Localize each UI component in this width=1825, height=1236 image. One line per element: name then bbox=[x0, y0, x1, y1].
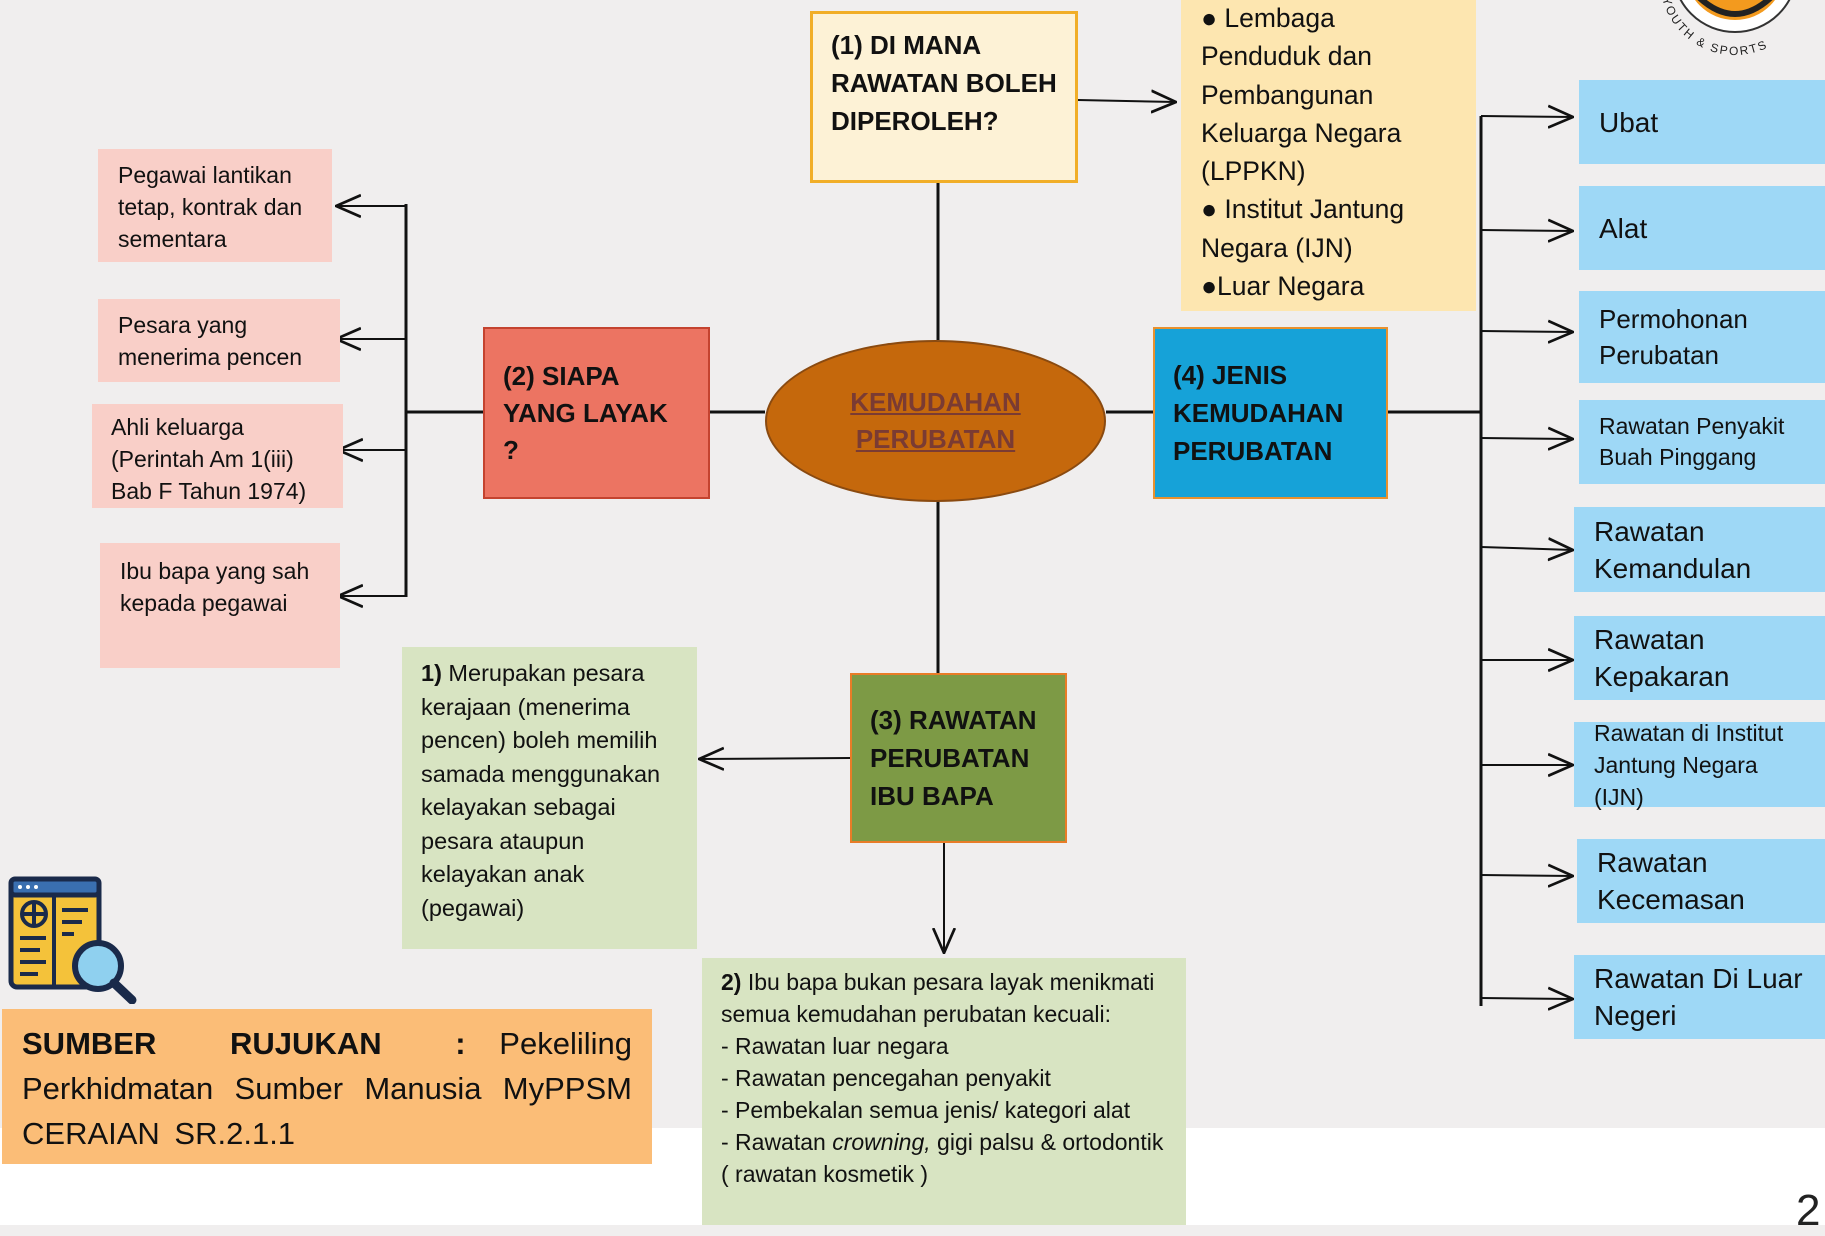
type-kecemasan: Rawatan Kecemasan bbox=[1577, 839, 1825, 923]
note2-text: Ibu bapa bukan pesara layak menikmati se… bbox=[721, 969, 1155, 1027]
type-permohonan: Permohonan Perubatan bbox=[1579, 291, 1825, 383]
parents-note-2: 2) Ibu bapa bukan pesara layak menikmati… bbox=[702, 958, 1186, 1225]
reference-box: SUMBER RUJUKAN : Pekeliling Perkhidmatan… bbox=[2, 1009, 652, 1164]
type-alat-label: Alat bbox=[1599, 212, 1648, 244]
exception-item: - Rawatan luar negara bbox=[721, 1033, 949, 1059]
type-buah-pinggang-label: Rawatan Penyakit Buah Pinggang bbox=[1599, 413, 1785, 470]
type-permohonan-label: Permohonan Perubatan bbox=[1599, 304, 1748, 370]
center-node: KEMUDAHAN PERUBATAN bbox=[765, 340, 1106, 502]
note1-number: 1) bbox=[421, 660, 442, 686]
branch2-box: (2) SIAPA YANG LAYAK ? bbox=[483, 327, 710, 499]
type-ubat-label: Ubat bbox=[1599, 106, 1659, 138]
exception-italic: crowning, bbox=[832, 1129, 931, 1155]
note2-number: 2) bbox=[721, 969, 742, 995]
type-alat: Alat bbox=[1579, 186, 1825, 270]
place-ijn: ● Institut Jantung Negara (IJN) bbox=[1201, 194, 1405, 263]
eligible-parents: Ibu bapa yang sah kepada pegawai bbox=[100, 543, 340, 668]
type-luar-negeri: Rawatan Di Luar Negeri bbox=[1574, 955, 1825, 1039]
type-buah-pinggang: Rawatan Penyakit Buah Pinggang bbox=[1579, 400, 1825, 484]
branch3-title: (3) RAWATAN PERUBATAN IBU BAPA bbox=[870, 705, 1037, 811]
center-title[interactable]: KEMUDAHAN PERUBATAN bbox=[850, 387, 1021, 454]
type-kecemasan-label: Rawatan Kecemasan bbox=[1597, 847, 1745, 915]
type-kemandulan: Rawatan Kemandulan bbox=[1574, 507, 1825, 592]
type-luar-negeri-label: Rawatan Di Luar Negeri bbox=[1594, 963, 1803, 1031]
branch1-box: (1) DI MANA RAWATAN BOLEH DIPEROLEH? bbox=[810, 11, 1078, 183]
type-kepakaran-label: Rawatan Kepakaran bbox=[1594, 624, 1730, 692]
exception-item: - Rawatan pencegahan penyakit bbox=[721, 1065, 1051, 1091]
type-kemandulan-label: Rawatan Kemandulan bbox=[1594, 515, 1752, 584]
eligible-parents-text: Ibu bapa yang sah kepada pegawai bbox=[120, 558, 310, 616]
branch3-box: (3) RAWATAN PERUBATAN IBU BAPA bbox=[850, 673, 1067, 843]
exception-item: - Pembekalan semua jenis/ kategori alat bbox=[721, 1097, 1131, 1123]
note1-text: Merupakan pesara kerajaan (menerima penc… bbox=[421, 660, 661, 921]
eligible-family-text: Ahli keluarga (Perintah Am 1(iii) Bab F … bbox=[111, 414, 307, 504]
type-kepakaran: Rawatan Kepakaran bbox=[1574, 616, 1825, 700]
type-ubat: Ubat bbox=[1579, 80, 1825, 164]
parents-note-1: 1) Merupakan pesara kerajaan (menerima p… bbox=[402, 647, 697, 949]
branch4-title: (4) JENIS KEMUDAHAN PERUBATAN bbox=[1173, 360, 1344, 466]
type-ijn-label: Rawatan di Institut Jantung Negara (IJN) bbox=[1594, 719, 1784, 810]
page-number: 2 bbox=[1796, 1186, 1821, 1235]
branch2-title: (2) SIAPA YANG LAYAK ? bbox=[503, 360, 668, 465]
place-lppkn: ● Lembaga Penduduk dan Pembangunan Kelua… bbox=[1201, 3, 1402, 187]
eligible-pensioners-text: Pesara yang menerima pencen bbox=[118, 312, 303, 370]
reference-label: SUMBER RUJUKAN : bbox=[22, 1026, 466, 1061]
eligible-pensioners: Pesara yang menerima pencen bbox=[98, 299, 340, 382]
type-ijn: Rawatan di Institut Jantung Negara (IJN) bbox=[1574, 720, 1825, 810]
logo-icon: YOUTH & SPORTS bbox=[1659, 0, 1791, 58]
branch4-box: (4) JENIS KEMUDAHAN PERUBATAN bbox=[1153, 327, 1388, 499]
reference-text: Pekeliling Perkhidmatan Sumber Manusia M… bbox=[22, 1026, 632, 1151]
eligible-family: Ahli keluarga (Perintah Am 1(iii) Bab F … bbox=[92, 404, 343, 508]
exception-post: gigi palsu & ortodontik ( rawatan kosmet… bbox=[721, 1129, 1164, 1187]
eligible-officers-text: Pegawai lantikan tetap, kontrak dan seme… bbox=[118, 162, 303, 252]
exception-item-crowning: - Rawatan crowning, gigi palsu & ortodon… bbox=[721, 1126, 1167, 1190]
places-box: ● Lembaga Penduduk dan Pembangunan Kelua… bbox=[1181, 0, 1476, 311]
place-luar-negara: ●Luar Negara bbox=[1201, 271, 1365, 302]
exception-pre: - Rawatan bbox=[721, 1129, 833, 1155]
eligible-officers: Pegawai lantikan tetap, kontrak dan seme… bbox=[98, 149, 332, 262]
branch1-title: (1) DI MANA RAWATAN BOLEH DIPEROLEH? bbox=[831, 30, 1057, 136]
search-document-icon bbox=[8, 876, 137, 1004]
